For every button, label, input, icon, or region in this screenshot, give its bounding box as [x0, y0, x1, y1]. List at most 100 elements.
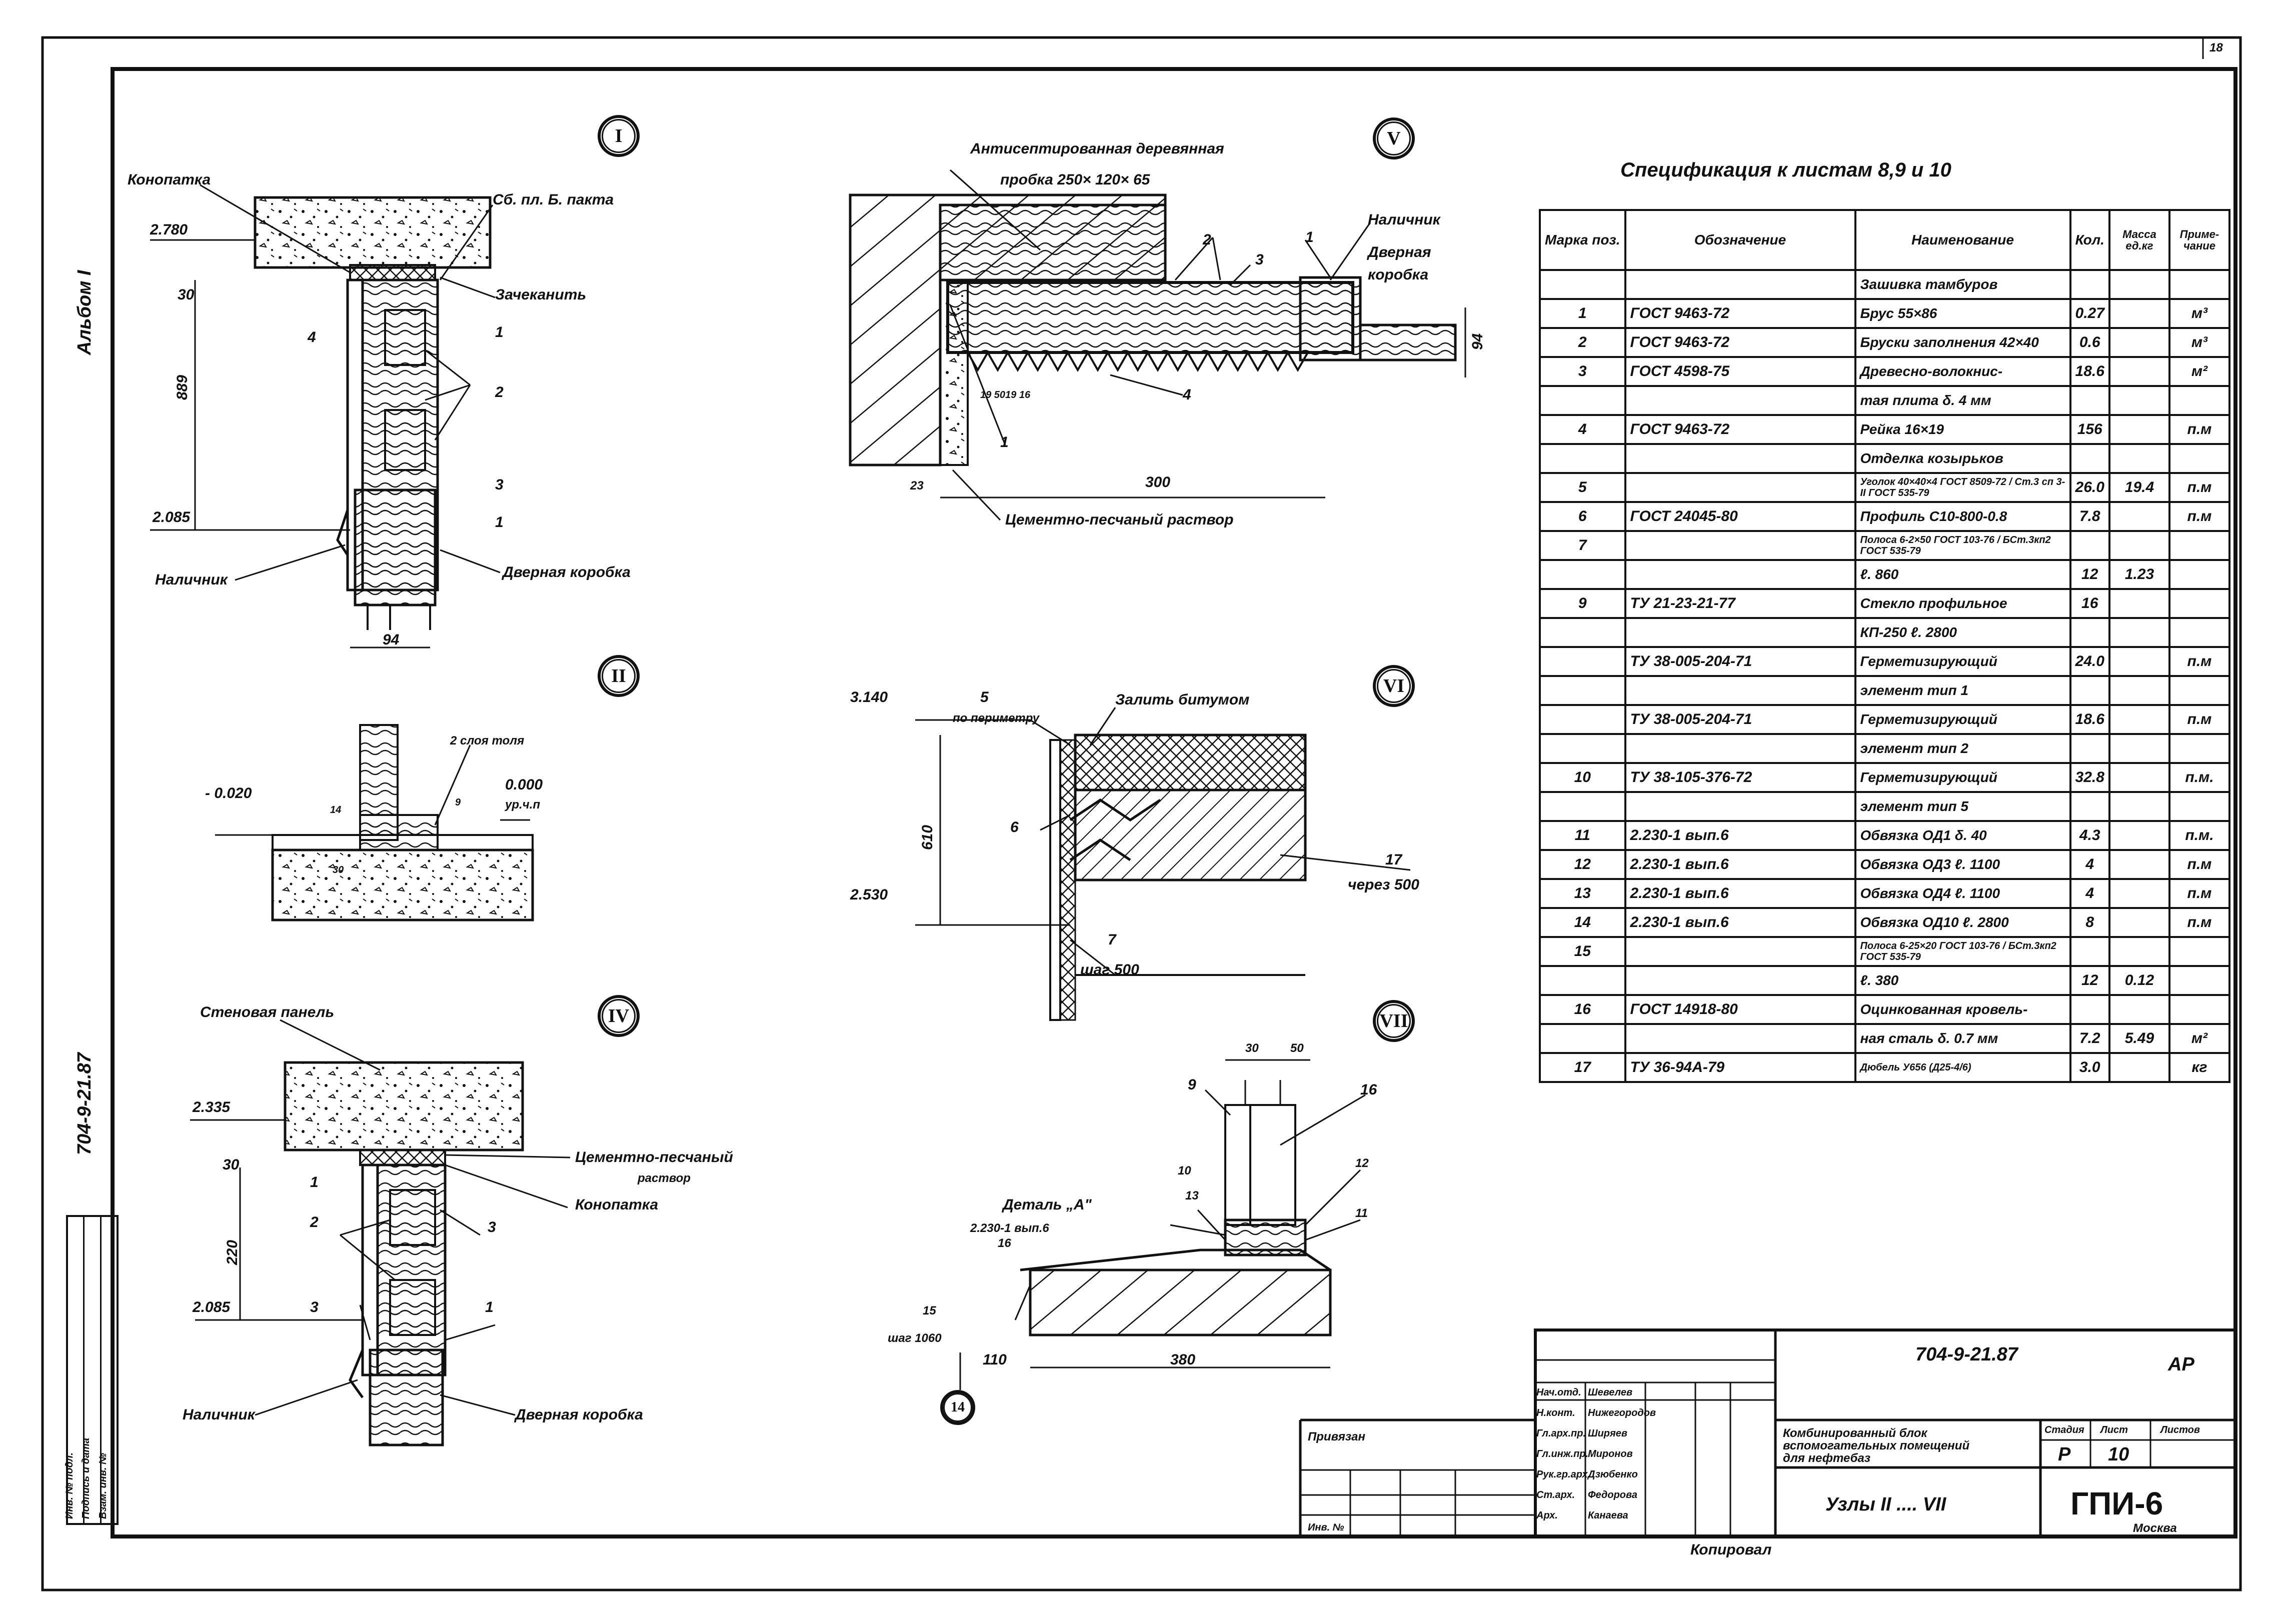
spec-cell-designation — [1624, 1023, 1856, 1054]
spec-cell-designation: 2.230-1 вып.6 — [1624, 878, 1856, 909]
spec-cell-designation: ТУ 21-23-21-77 — [1624, 588, 1856, 619]
node-VII-ref: 2.230-1 вып.6 — [970, 1222, 1049, 1235]
node-badge-VII: VII — [1373, 1000, 1415, 1042]
spec-cell-note — [2168, 675, 2230, 706]
spec-cell-mass — [2108, 704, 2170, 735]
spec-cell-mass: 1.23 — [2108, 559, 2170, 590]
spec-cell-designation: ГОСТ 9463-72 — [1624, 327, 1856, 358]
node-IV-pos-1b: 1 — [485, 1299, 494, 1316]
spec-cell-name: Дюбель У656 (Д25-4/6) — [1854, 1052, 2071, 1083]
spec-cell-designation: 2.230-1 вып.6 — [1624, 849, 1856, 880]
tb-sheet-name: Узлы II .... VII — [1825, 1494, 1946, 1515]
spec-cell-designation: ГОСТ 14918-80 — [1624, 994, 1856, 1025]
spec-cell-note: п.м — [2168, 646, 2230, 677]
node-V-dim-300: 300 — [1145, 474, 1171, 490]
spec-col-note: Приме-чание — [2168, 209, 2230, 271]
project-code-vertical: 704-9-21.87 — [74, 1052, 95, 1155]
spec-cell-note: п.м — [2168, 849, 2230, 880]
spec-row: КП-250 ℓ. 2800 — [1539, 617, 2230, 648]
node-IV-dim-220: 220 — [224, 1240, 241, 1265]
spec-cell-mass — [2108, 1052, 2170, 1083]
spec-cell-mass — [2108, 617, 2170, 648]
spec-cell-note: п.м — [2168, 704, 2230, 735]
tb-city: Москва — [2133, 1522, 2177, 1535]
spec-cell-note — [2168, 733, 2230, 764]
node-VII-pos-11: 11 — [1355, 1206, 1368, 1220]
node-I-konopatka: Конопатка — [128, 172, 211, 188]
tb-role: Гл.инж.пр. — [1536, 1448, 1589, 1460]
spec-cell-name: Обвязка ОД1 δ. 40 — [1854, 820, 2071, 851]
spec-cell-qty: 18.6 — [2069, 356, 2110, 387]
tb-person: Канаева — [1588, 1510, 1628, 1521]
spec-cell-mass: 19.4 — [2108, 472, 2170, 503]
spec-cell-name: Отделка козырьков — [1854, 443, 2071, 474]
spec-cell-mark: 10 — [1539, 762, 1626, 793]
spec-row: элемент тип 1 — [1539, 675, 2230, 706]
node-IV-konopatka: Конопатка — [575, 1196, 659, 1213]
tb-person: Нижегородов — [1588, 1408, 1656, 1418]
node-IV-pos-3b: 3 — [310, 1299, 319, 1316]
tb-sheet-no: 10 — [2108, 1444, 2129, 1465]
spec-cell-name: Древесно-волокнис- — [1854, 356, 2071, 387]
spec-cell-qty — [2069, 936, 2110, 967]
spec-cell-note: м² — [2168, 356, 2230, 387]
node-VI-pos-6: 6 — [1010, 819, 1019, 836]
spec-cell-mass — [2108, 530, 2170, 561]
spec-cell-designation: ГОСТ 9463-72 — [1624, 298, 1856, 329]
node-IV-cement2: раствор — [638, 1172, 691, 1185]
spec-cell-qty — [2069, 617, 2110, 648]
node-I-dim-30: 30 — [178, 286, 195, 303]
spec-col-qty: Кол. — [2069, 209, 2110, 271]
outer-frame — [41, 36, 2242, 1592]
spec-cell-mark — [1539, 704, 1626, 735]
node-VII-pos-10: 10 — [1178, 1164, 1191, 1178]
node-VII-pos-9: 9 — [1188, 1076, 1196, 1093]
spec-col-name: Наименование — [1854, 209, 2071, 271]
node-badge-IV: IV — [598, 995, 640, 1037]
spec-cell-qty: 4 — [2069, 878, 2110, 909]
tb-person: Миронов — [1588, 1448, 1633, 1460]
node-V-dim-94: 94 — [1469, 333, 1486, 350]
spec-cell-designation: 2.230-1 вып.6 — [1624, 907, 1856, 938]
spec-cell-name: Герметизирующий — [1854, 646, 2071, 677]
node-badge-II: II — [598, 655, 640, 697]
spec-cell-designation: ТУ 38-105-376-72 — [1624, 762, 1856, 793]
node-II-dim-30: 30 — [333, 864, 344, 876]
spec-cell-mass — [2108, 675, 2170, 706]
spec-table: Марка поз. Обозначение Наименование Кол.… — [1539, 209, 2230, 1083]
spec-row: Отделка козырьков — [1539, 443, 2230, 474]
node-VII-dim-110: 110 — [983, 1352, 1007, 1368]
tb-role: Нач.отд. — [1536, 1387, 1581, 1398]
tb-person: Дзюбенко — [1588, 1469, 1638, 1480]
album-label: Альбом I — [74, 270, 95, 355]
spec-cell-mass — [2108, 443, 2170, 474]
spec-cell-mass — [2108, 878, 2170, 909]
spec-cell-mark — [1539, 675, 1626, 706]
spec-cell-name: Полоса 6-25×20 ГОСТ 103-76 / БСт.3кп2 ГО… — [1854, 936, 2071, 967]
spec-cell-note: м³ — [2168, 298, 2230, 329]
spec-cell-name: Стекло профильное — [1854, 588, 2071, 619]
spec-cell-mass — [2108, 994, 2170, 1025]
node-V-antisept: Антисептированная деревянная — [970, 140, 1224, 157]
spec-cell-mark — [1539, 646, 1626, 677]
spec-cell-mass — [2108, 907, 2170, 938]
spec-cell-name: КП-250 ℓ. 2800 — [1854, 617, 2071, 648]
node-IV-stenovaya-panel: Стеновая панель — [200, 1004, 335, 1020]
spec-cell-mark: 7 — [1539, 530, 1626, 561]
spec-cell-designation: ГОСТ 4598-75 — [1624, 356, 1856, 387]
spec-cell-mark — [1539, 617, 1626, 648]
spec-cell-mark: 17 — [1539, 1052, 1626, 1083]
node-II-level-left: - 0.020 — [205, 785, 252, 802]
spec-cell-name: Обвязка ОД3 ℓ. 1100 — [1854, 849, 2071, 880]
spec-cell-mark: 13 — [1539, 878, 1626, 909]
spec-cell-note — [2168, 936, 2230, 967]
spec-cell-note: п.м. — [2168, 762, 2230, 793]
spec-cell-designation: ГОСТ 24045-80 — [1624, 501, 1856, 532]
